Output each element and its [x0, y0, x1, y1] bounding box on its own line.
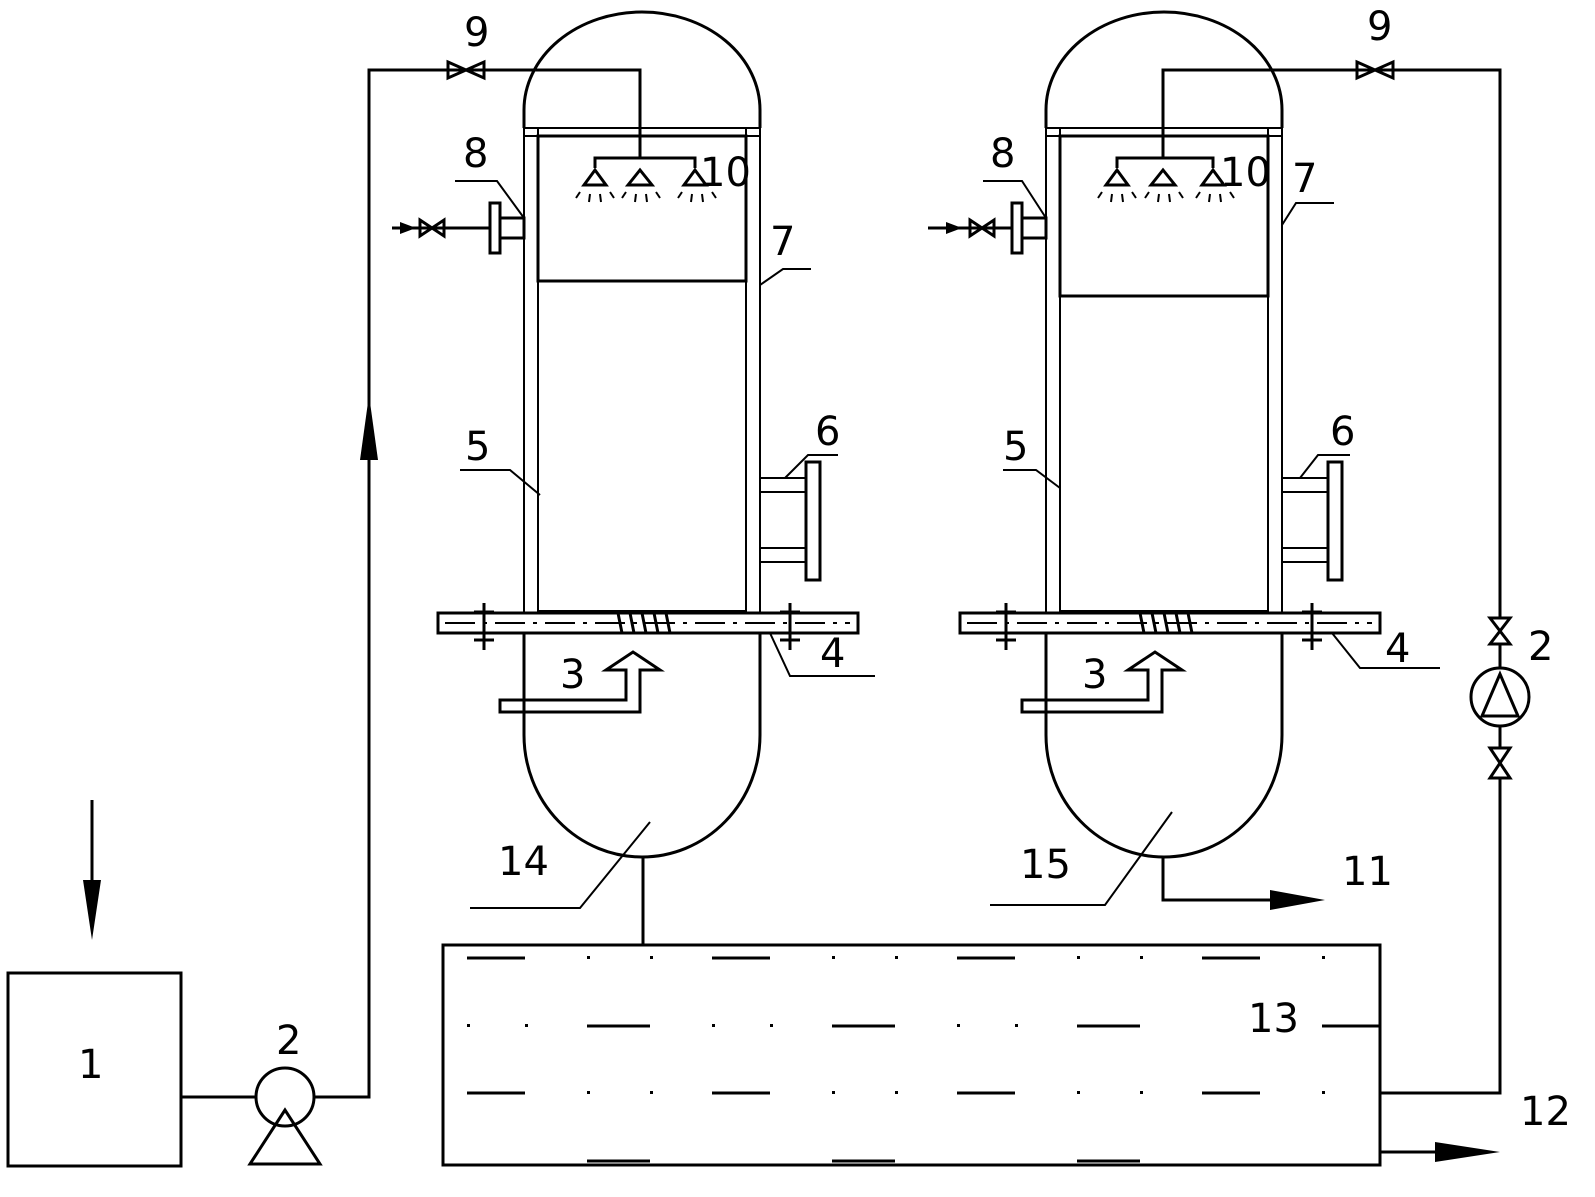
gas-distributor-right: 3: [1020, 650, 1187, 714]
support-plate-right-label: 4: [1385, 626, 1410, 672]
spray-nozzles-left: 10: [575, 150, 751, 203]
wall-right-label: 7: [1292, 156, 1317, 202]
support-plate-left: 4: [436, 603, 875, 677]
side-port-right: 6: [1281, 409, 1355, 582]
outlet-12: 12: [1380, 1089, 1571, 1162]
side-port-left-label: 6: [815, 409, 840, 455]
valve-left-label: 9: [464, 10, 489, 56]
outlet-11: 11: [1161, 849, 1393, 910]
inlet-port-left: 8: [392, 131, 526, 255]
inlet-port-left-label: 8: [463, 131, 488, 177]
recycle-pump-label: 2: [1528, 624, 1553, 670]
side-port-left: 6: [759, 409, 840, 582]
gas-distributor-left-label: 3: [560, 652, 585, 698]
collection-tank-label: 13: [1248, 996, 1299, 1042]
collection-tank: 13: [441, 943, 1382, 1167]
feed-tank: 1: [6, 971, 183, 1168]
spray-right-label: 10: [1220, 150, 1271, 196]
recycle-pump: 2: [1380, 616, 1553, 1095]
side-port-right-label: 6: [1330, 409, 1355, 455]
outlet-11-label: 11: [1342, 849, 1393, 895]
gas-distributor-right-label: 3: [1082, 652, 1107, 698]
feed-pump-label: 2: [276, 1018, 301, 1064]
feed-inlet-arrow: [83, 800, 101, 940]
pipe-pump-to-left-column: [314, 68, 642, 1099]
feed-pump: 2: [247, 1018, 323, 1166]
packing-right-label: 5: [1003, 424, 1028, 470]
outlet-12-label: 12: [1520, 1089, 1571, 1135]
right-column: 9 10 8 7 5 6: [928, 4, 1502, 906]
valve-right: 9: [1355, 4, 1395, 81]
column-left-label: 14: [498, 839, 549, 885]
spray-nozzles-right: 10: [1097, 150, 1271, 203]
column-right-label: 15: [1020, 842, 1071, 888]
left-column: 10 8 7 5 6: [392, 10, 875, 909]
inlet-port-right: 8: [928, 131, 1048, 255]
support-plate-left-label: 4: [820, 631, 845, 677]
wall-left-label: 7: [770, 219, 795, 265]
valve-right-label: 9: [1367, 4, 1392, 50]
inlet-port-right-label: 8: [990, 131, 1015, 177]
feed-tank-label: 1: [78, 1042, 103, 1088]
spray-left-label: 10: [700, 150, 751, 196]
valve-left: 9: [446, 10, 489, 81]
gas-distributor-left: 3: [498, 650, 665, 714]
support-plate-right: 4: [958, 603, 1440, 672]
packing-left-label: 5: [465, 424, 490, 470]
